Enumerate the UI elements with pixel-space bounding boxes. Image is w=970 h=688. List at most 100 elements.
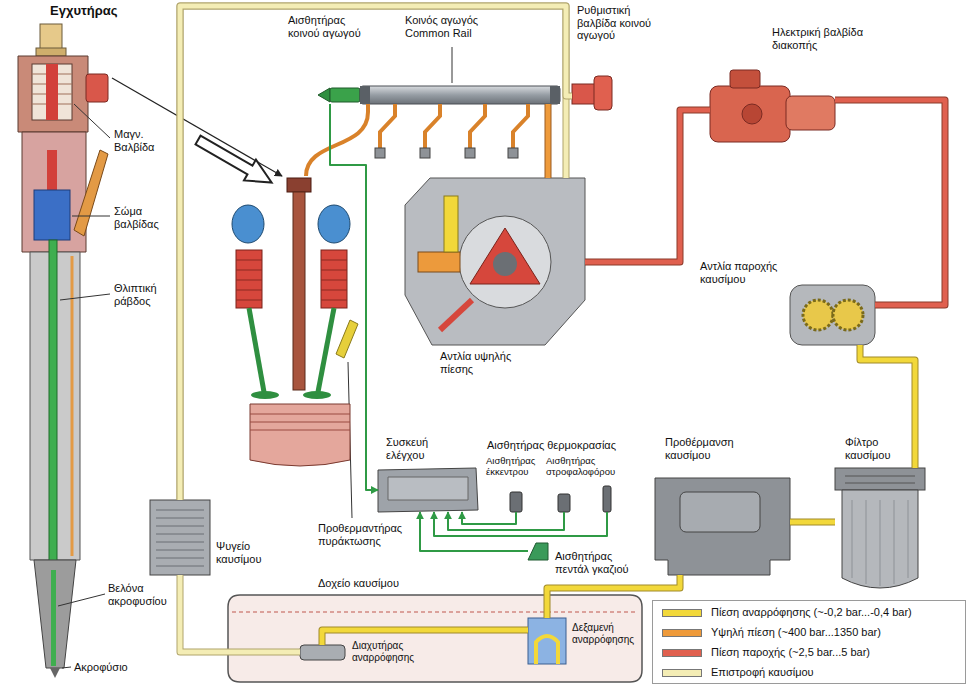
sensor-icons-part bbox=[603, 486, 611, 512]
sensor-icons-part bbox=[558, 494, 570, 512]
engine-cylinder-part bbox=[303, 391, 331, 399]
injector-cutaway-part bbox=[34, 560, 76, 668]
injector-cutaway-part bbox=[71, 256, 74, 556]
injector-cutaway-part bbox=[18, 56, 88, 132]
part-label: Μαγν. Βαλβίδα bbox=[114, 128, 170, 153]
control-unit-part bbox=[378, 468, 478, 512]
fuel-tank-part bbox=[228, 595, 642, 682]
injector-lines-part bbox=[425, 104, 440, 150]
component-label: Αισθητήρας κοινού αγωγού bbox=[288, 14, 376, 39]
fuel-filter bbox=[835, 468, 925, 588]
fuel-line-path bbox=[180, 6, 572, 500]
pointer-arrow bbox=[112, 78, 282, 193]
common-rail bbox=[360, 86, 560, 104]
rail-sensor-part bbox=[330, 88, 360, 102]
pressure-regulator bbox=[572, 76, 612, 110]
fuel-cooler bbox=[150, 500, 210, 575]
fuel-preheater-part bbox=[680, 492, 760, 532]
fuel-line-outline bbox=[180, 575, 300, 652]
component-label: Ηλεκτρική βαλβίδα διακοπής bbox=[772, 26, 878, 51]
fuel-line-path bbox=[180, 575, 300, 652]
component-label: Αισθητήρας θερμοκρασίας bbox=[487, 439, 637, 452]
component-label: Δεξαμενή αναρρόφησης bbox=[572, 622, 638, 645]
shutoff-valve-part bbox=[710, 86, 790, 142]
legend-swatch bbox=[662, 669, 702, 677]
common-rail-part bbox=[360, 86, 560, 104]
fuel-line bbox=[180, 6, 566, 500]
feed-pump-part bbox=[790, 285, 875, 345]
fuel-line bbox=[835, 100, 945, 305]
component: Αισθητήρας έκκεντρου bbox=[510, 492, 522, 512]
component: Φίλτρο καυσίμου bbox=[835, 468, 925, 595]
high-pressure-pump-part bbox=[493, 252, 517, 276]
high-pressure-pump-part bbox=[418, 252, 460, 272]
injector-cutaway-part bbox=[86, 74, 108, 102]
fuel-line-outline bbox=[180, 6, 566, 500]
legend-swatch bbox=[662, 609, 702, 617]
fuel-filter-part bbox=[852, 500, 908, 586]
component-label: Κοινός αγωγός Common Rail bbox=[405, 14, 500, 39]
high-pressure-pump-part bbox=[405, 178, 585, 345]
signal-wire bbox=[448, 512, 564, 530]
fuel-line-outline bbox=[835, 100, 945, 305]
sensor-icons-part bbox=[510, 492, 522, 512]
signal-wire bbox=[462, 512, 516, 524]
fuel-line-path bbox=[835, 100, 945, 305]
fuel-line-path bbox=[790, 520, 835, 525]
legend-text: Πίεση παροχής (~2,5 bar...5 bar) bbox=[711, 646, 870, 659]
engine-cylinder-part bbox=[293, 192, 305, 390]
component: Αντλία παροχής καυσίμου bbox=[790, 285, 875, 345]
common-rail-part bbox=[360, 86, 370, 104]
injector-cutaway-part bbox=[32, 74, 72, 104]
shutoff-valve-part bbox=[786, 96, 835, 130]
pointer-arrow-part bbox=[192, 130, 278, 193]
fuel-tank-part bbox=[232, 611, 638, 612]
fuel-line-outline bbox=[545, 104, 552, 178]
leader-line-part bbox=[72, 216, 110, 217]
engine-cylinder-part bbox=[250, 404, 350, 466]
high-pressure-pump-part bbox=[459, 216, 551, 308]
signal-wire-path bbox=[420, 512, 528, 551]
fuel-line-outline bbox=[585, 110, 710, 262]
component-label: Αντλία υψηλής πίεσης bbox=[440, 350, 535, 375]
fuel-line-outline bbox=[790, 519, 835, 526]
injector-lines-part bbox=[508, 148, 518, 158]
high-pressure-pump bbox=[405, 178, 585, 345]
fuel-line-path bbox=[180, 6, 566, 500]
fuel-line bbox=[790, 522, 835, 523]
high-pressure-pump-part bbox=[470, 228, 540, 284]
component-label: Προθέρμανση καυσίμου bbox=[665, 436, 755, 461]
leader-line-part bbox=[62, 667, 71, 668]
fuel-filter-part bbox=[845, 476, 915, 483]
injector-lines-part bbox=[470, 104, 485, 150]
leader-line-part bbox=[58, 594, 105, 606]
injector-lines-part bbox=[465, 148, 475, 158]
component: Αισθητήρας πεντάλ γκαζιού bbox=[528, 543, 548, 560]
injector-cutaway-part bbox=[50, 668, 60, 678]
fuel-tank bbox=[228, 595, 642, 682]
signal-wire bbox=[330, 104, 378, 490]
signal-wire bbox=[420, 512, 528, 551]
injector-cutaway-part bbox=[22, 132, 86, 252]
feed-pump-part bbox=[833, 300, 863, 330]
part-label: Ακροφύσιο bbox=[74, 661, 144, 674]
signal-wire-path bbox=[434, 512, 607, 536]
leader-line-part bbox=[452, 47, 453, 83]
legend-row: Υψηλή πίεση (~400 bar...1350 bar) bbox=[662, 623, 965, 642]
engine-cylinder-part bbox=[249, 308, 264, 392]
injector-cutaway-part bbox=[46, 64, 58, 120]
sensor-icons bbox=[510, 486, 611, 560]
fuel-line bbox=[180, 6, 572, 500]
connector-group bbox=[180, 6, 945, 652]
engine-cylinder-part bbox=[318, 308, 334, 392]
component: Συσκευή ελέγχου bbox=[378, 468, 478, 512]
shutoff-valve-part bbox=[742, 104, 762, 124]
fuel-filter-part bbox=[835, 468, 925, 490]
fuel-filter-part bbox=[842, 490, 918, 588]
injector-cutaway-part bbox=[49, 240, 57, 570]
legend-row: Πίεση αναρρόφησης (~-0,2 bar...-0,4 bar) bbox=[662, 603, 965, 622]
leader-line-part bbox=[60, 294, 110, 300]
injector-cutaway-part bbox=[34, 190, 70, 240]
